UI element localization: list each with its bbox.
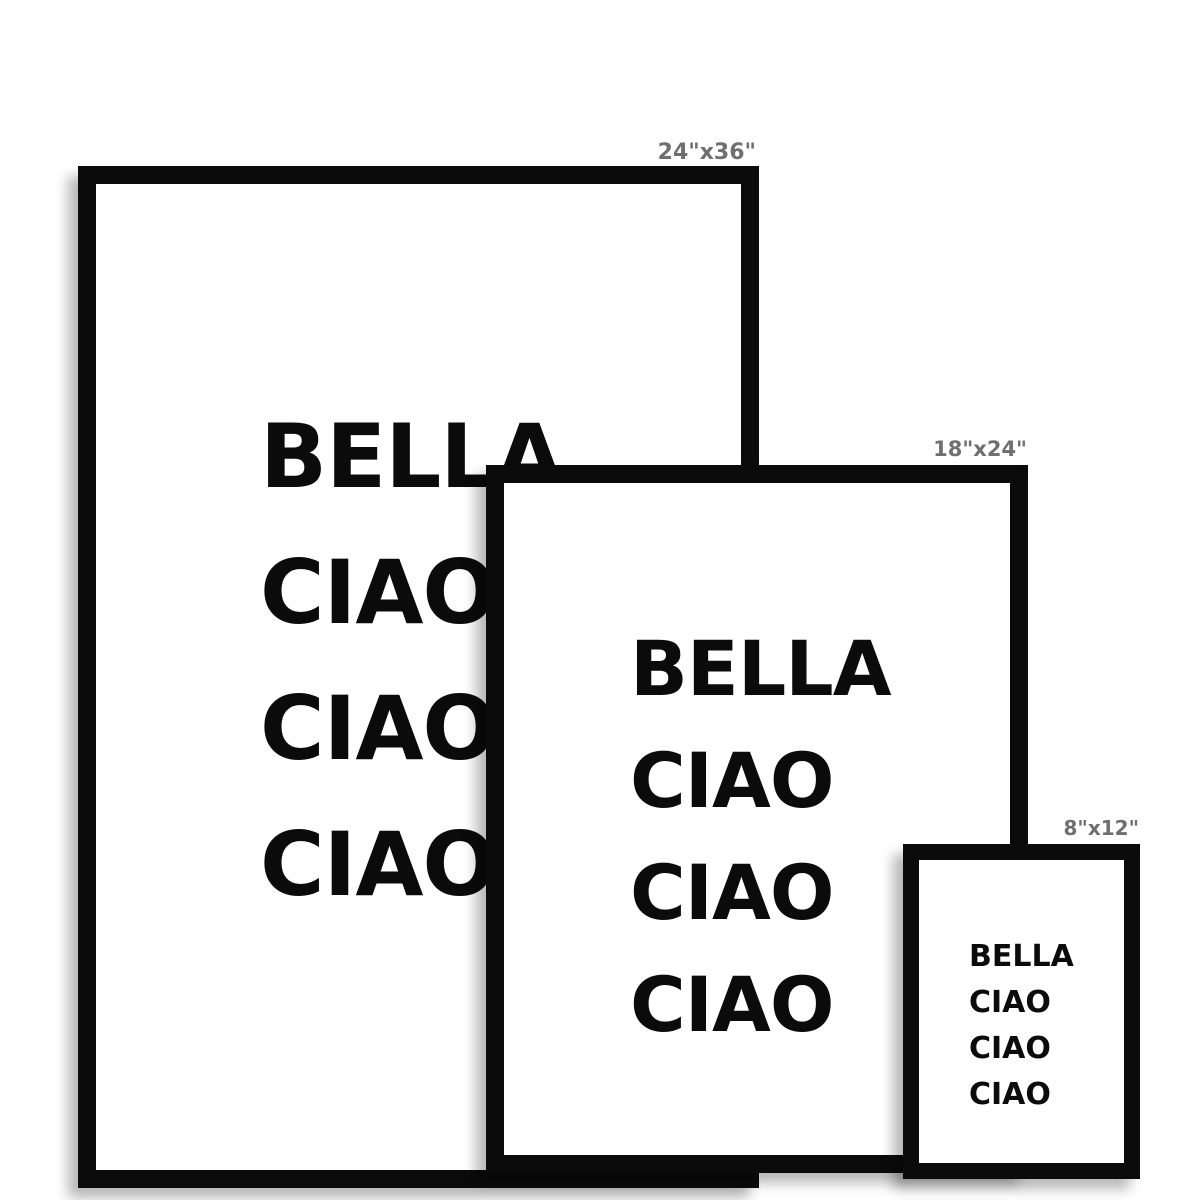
poster-small: BELLA CIAO CIAO CIAO xyxy=(919,860,1124,1163)
size-label-8x12: 8"x12" xyxy=(1063,816,1140,840)
poster-line: BELLA xyxy=(630,624,892,713)
poster-line: CIAO xyxy=(630,848,834,937)
poster-text-large: BELLA CIAO CIAO CIAO xyxy=(260,389,563,933)
frame-small: BELLA CIAO CIAO CIAO xyxy=(903,844,1140,1179)
poster-line: CIAO xyxy=(630,736,834,825)
poster-line: BELLA xyxy=(969,939,1074,974)
size-label-18x24: 18"x24" xyxy=(933,437,1027,461)
poster-line: CIAO xyxy=(630,960,834,1049)
poster-line: CIAO xyxy=(969,1031,1051,1066)
poster-line: CIAO xyxy=(260,677,497,780)
size-label-24x36: 24"x36" xyxy=(657,140,756,165)
poster-text-small: BELLA CIAO CIAO CIAO xyxy=(969,934,1074,1118)
frame-medium: BELLA CIAO CIAO CIAO xyxy=(486,465,1028,1173)
poster-line: CIAO xyxy=(969,1077,1051,1112)
poster-text-medium: BELLA CIAO CIAO CIAO xyxy=(630,613,892,1061)
poster-line: CIAO xyxy=(969,985,1051,1020)
poster-line: CIAO xyxy=(260,813,497,916)
poster-line: CIAO xyxy=(260,541,497,644)
